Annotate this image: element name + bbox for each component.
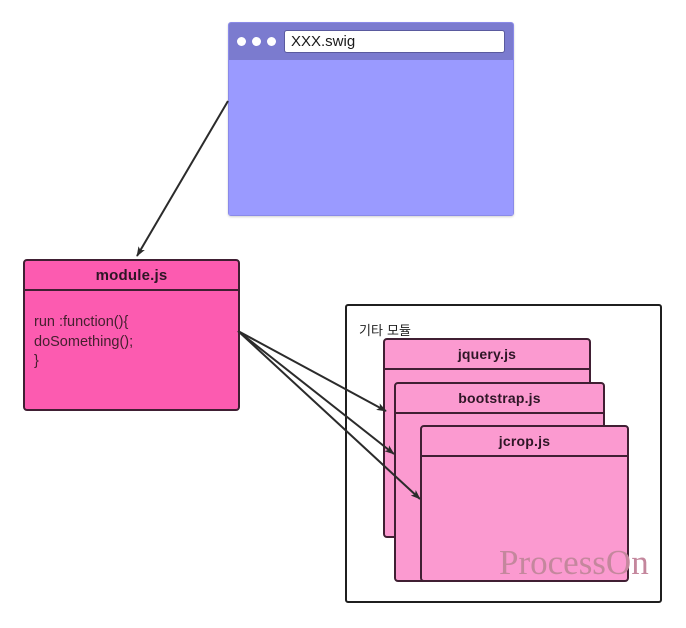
card-bootstrap-title: bootstrap.js	[458, 390, 541, 406]
browser-titlebar: XXX.swig	[229, 23, 513, 60]
module-js-header: module.js	[25, 261, 238, 291]
card-jcrop[interactable]: jcrop.js	[420, 425, 629, 582]
browser-viewport	[229, 60, 513, 215]
window-dot-yellow-icon[interactable]	[252, 37, 261, 46]
url-bar[interactable]: XXX.swig	[284, 30, 505, 53]
module-js-title: module.js	[95, 266, 168, 284]
card-bootstrap-header: bootstrap.js	[396, 384, 603, 414]
card-jcrop-header: jcrop.js	[422, 427, 627, 457]
arrow-window-to-module	[136, 100, 229, 257]
card-jcrop-title: jcrop.js	[498, 433, 551, 449]
card-jquery-title: jquery.js	[457, 346, 517, 362]
browser-window[interactable]: XXX.swig	[228, 22, 514, 216]
window-dot-green-icon[interactable]	[267, 37, 276, 46]
card-jquery-header: jquery.js	[385, 340, 589, 370]
window-dot-red-icon[interactable]	[237, 37, 246, 46]
module-js-code: run :function(){ doSomething(); }	[34, 314, 134, 370]
module-js-node[interactable]: module.js run :function(){ doSomething()…	[23, 259, 240, 411]
window-control-dots	[237, 37, 276, 46]
other-modules-label: 기타 모듈	[359, 324, 411, 339]
